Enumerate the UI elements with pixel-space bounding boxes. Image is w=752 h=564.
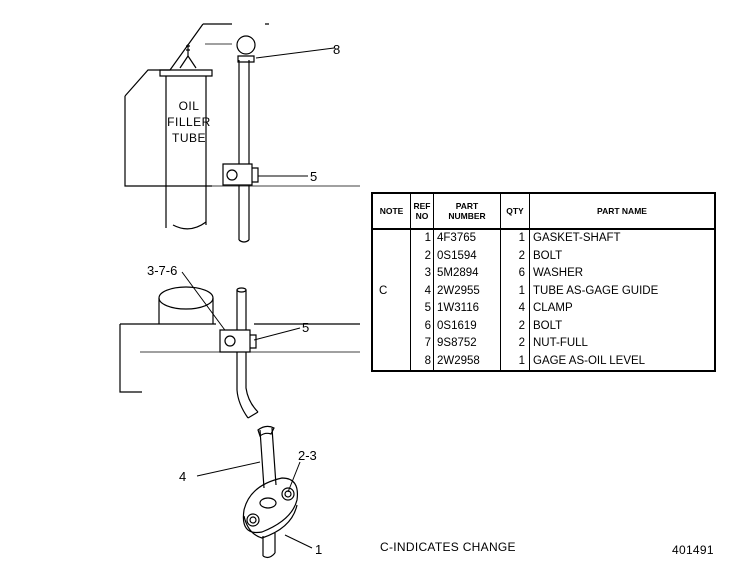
row-quantity: 4 [500, 300, 530, 318]
header-part-number-line-2: NUMBER [448, 211, 486, 221]
row-quantity: 2 [500, 335, 530, 353]
oil-filler-label-line-2: FILLER [167, 115, 211, 129]
illustration-number: 401491 [672, 543, 714, 557]
callout-1: 1 [315, 542, 322, 557]
row-ref-number: 5 [410, 300, 434, 318]
row-quantity: 2 [500, 247, 530, 265]
row-note [371, 317, 411, 335]
header-qty: QTY [500, 192, 530, 230]
row-ref-number: 4 [410, 282, 434, 300]
row-ref-number: 1 [410, 229, 434, 248]
row-part-number: 2W2955 [433, 282, 501, 300]
row-part-name: GASKET-SHAFT [529, 229, 716, 248]
row-note [371, 352, 411, 371]
leader-lines [181, 47, 335, 549]
row-part-name: GAGE AS-OIL LEVEL [529, 352, 716, 371]
row-part-name: CLAMP [529, 300, 716, 318]
row-part-number: 2W2958 [433, 352, 501, 371]
row-note [371, 335, 411, 353]
row-ref-number: 2 [410, 247, 434, 265]
row-part-number: 0S1594 [433, 247, 501, 265]
row-part-name: BOLT [529, 317, 716, 335]
row-quantity: 1 [500, 352, 530, 371]
header-ref-no: REF NO [410, 192, 434, 230]
row-part-name: WASHER [529, 265, 716, 283]
row-part-name: NUT-FULL [529, 335, 716, 353]
row-ref-number: 7 [410, 335, 434, 353]
row-ref-number: 8 [410, 352, 434, 371]
header-ref-no-line-2: NO [415, 211, 429, 221]
header-ref-no-line-1: REF [413, 201, 431, 211]
oil-filler-label-line-1: OIL [179, 99, 200, 113]
row-note: C [371, 282, 411, 300]
row-note [371, 265, 411, 283]
top-assembly [124, 23, 360, 243]
row-part-name: TUBE AS-GAGE GUIDE [529, 282, 716, 300]
row-quantity: 1 [500, 229, 530, 248]
row-part-number: 1W3116 [433, 300, 501, 318]
bottom-assembly [242, 425, 299, 559]
callout-4: 4 [179, 469, 186, 484]
row-part-number: 4F3765 [433, 229, 501, 248]
row-part-number: 5M2894 [433, 265, 501, 283]
header-part-number-line-1: PART [455, 201, 479, 211]
row-part-number: 0S1619 [433, 317, 501, 335]
row-quantity: 6 [500, 265, 530, 283]
row-note [371, 247, 411, 265]
callout-5-middle: 5 [302, 320, 309, 335]
row-quantity: 1 [500, 282, 530, 300]
callout-labels: 8 5 3-7-6 5 4 2-3 1 [147, 42, 340, 557]
header-note: NOTE [371, 192, 411, 230]
callout-5-top: 5 [310, 169, 317, 184]
oil-filler-label-line-3: TUBE [172, 131, 206, 145]
parts-table-header: NOTE REF NO PART NUMBER QTY PART NAME [371, 192, 716, 230]
oil-filler-tube-label: OIL FILLER TUBE [167, 99, 211, 145]
header-part-number: PART NUMBER [433, 192, 501, 230]
change-note: C-INDICATES CHANGE [380, 540, 516, 554]
header-part-name: PART NAME [529, 192, 716, 230]
callout-2-3: 2-3 [298, 448, 317, 463]
row-note [371, 229, 411, 248]
row-quantity: 2 [500, 317, 530, 335]
middle-assembly [119, 286, 360, 419]
callout-3-7-6: 3-7-6 [147, 263, 177, 278]
row-ref-number: 6 [410, 317, 434, 335]
row-ref-number: 3 [410, 265, 434, 283]
row-note [371, 300, 411, 318]
row-part-name: BOLT [529, 247, 716, 265]
row-part-number: 9S8752 [433, 335, 501, 353]
callout-8: 8 [333, 42, 340, 57]
